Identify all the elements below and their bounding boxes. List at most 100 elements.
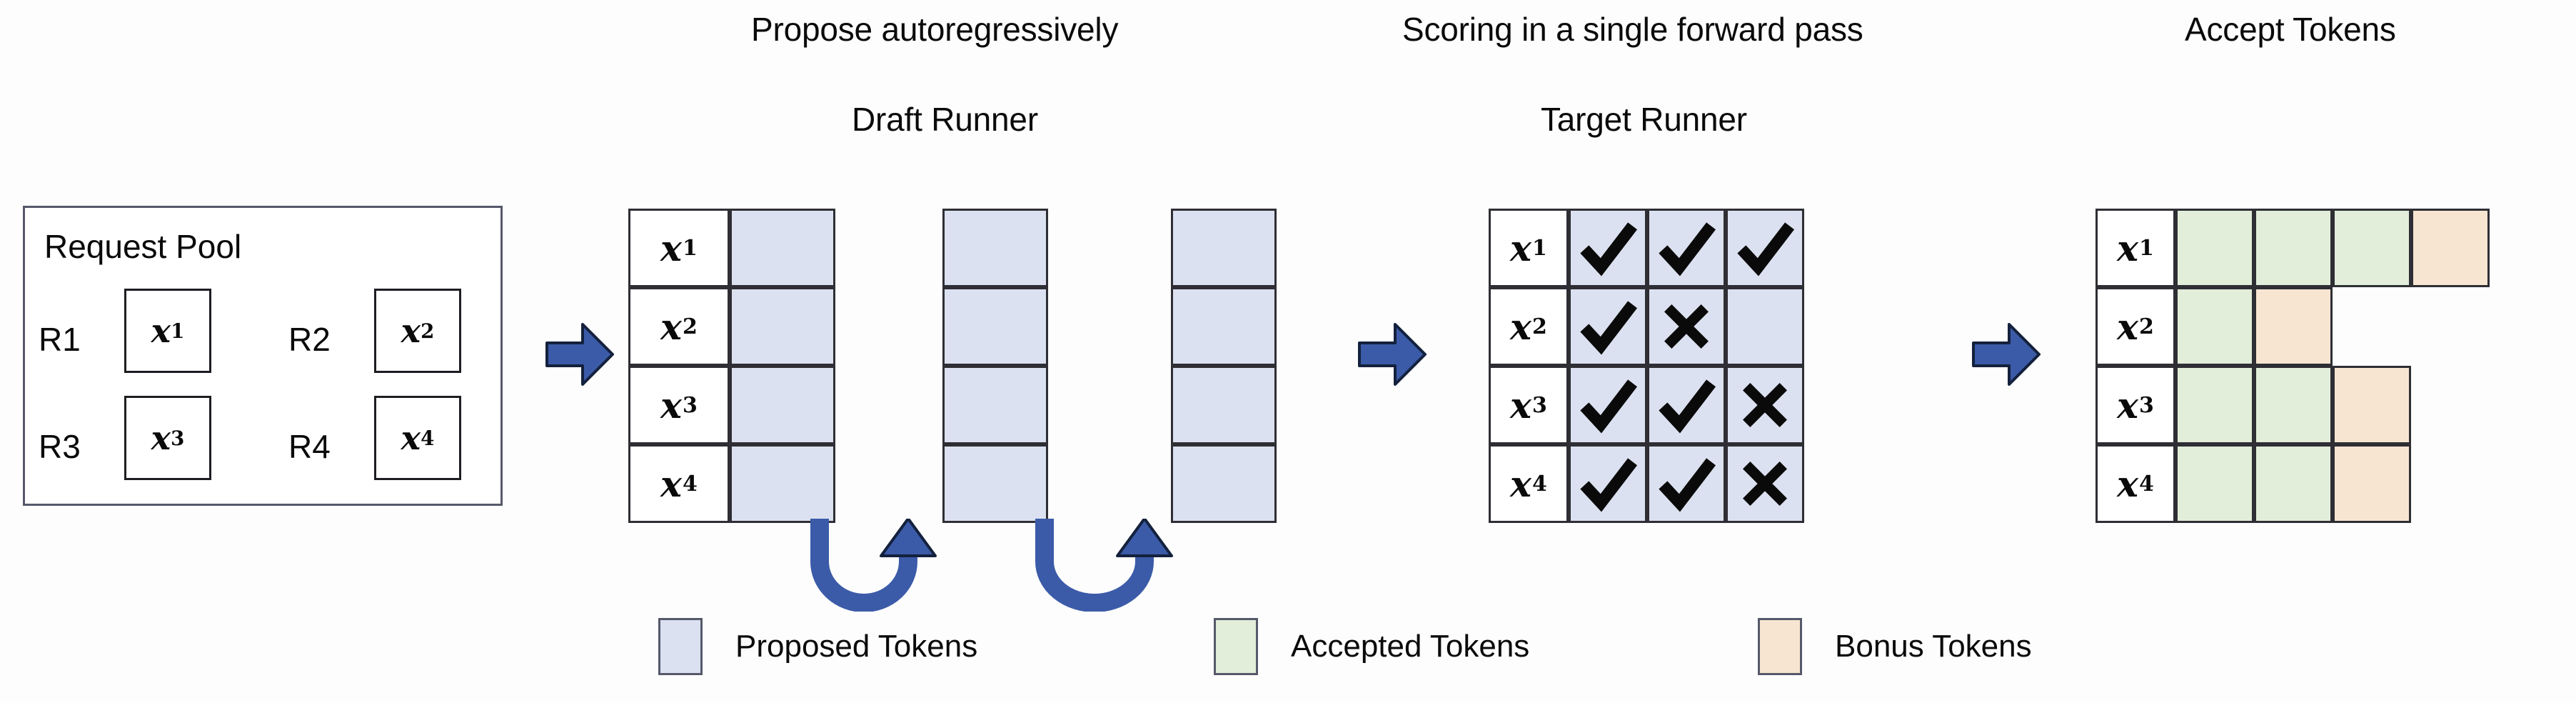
accept-cell-r3-c2 [2254, 366, 2333, 444]
target-cell-r2-c1 [1569, 287, 1647, 366]
target-cell-r3-c2 [1647, 366, 1726, 444]
accept-cell-r2-c2-bonus [2254, 287, 2333, 366]
draft-cell-s2-r4 [942, 444, 1048, 523]
draft-row-label-3-index: 3 [682, 392, 698, 418]
flow-arrow-pool-to-draft [544, 319, 614, 387]
draft-cell-s3-r3 [1171, 366, 1277, 444]
legend-label-proposed: Proposed Tokens [735, 629, 978, 664]
target-row-label-4-index: 4 [1531, 471, 1547, 497]
draft-cell-s2-r2 [942, 287, 1048, 366]
accept-row-label-3-index: 3 [2138, 392, 2154, 418]
accept-cell-r1-c4-bonus [2411, 209, 2490, 287]
stage-caption-accept: Accept Tokens [2185, 11, 2396, 48]
target-cell-r1-c2 [1647, 209, 1726, 287]
target-row-label-2-index: 2 [1531, 314, 1547, 339]
stage-caption-propose: Propose autoregressively [751, 11, 1119, 48]
draft-row-label-2-base: x [660, 305, 682, 348]
accept-cell-r4-c3-bonus [2333, 444, 2411, 523]
accept-row-label-4-base: x [2117, 462, 2138, 505]
flow-arrow-target-to-accept [1971, 319, 2041, 387]
request-tag-r3: R3 [39, 428, 81, 465]
draft-cell-s1-r3 [730, 366, 835, 444]
request-token-r2-index: 2 [421, 319, 435, 343]
stage-caption-score: Scoring in a single forward pass [1402, 11, 1863, 48]
target-row-label-3-index: 3 [1531, 392, 1547, 418]
accept-row-label-4-index: 4 [2138, 471, 2154, 497]
accept-row-label-3-base: x [2117, 384, 2138, 427]
accept-cell-r2-c1 [2175, 287, 2254, 366]
draft-row-label-1-base: x [660, 226, 682, 269]
accept-cell-r3-c3-bonus [2333, 366, 2411, 444]
draft-cell-s1-r4 [730, 444, 835, 523]
legend-swatch-bonus [1758, 618, 1802, 675]
accept-cell-r3-c1 [2175, 366, 2254, 444]
request-pool-title: Request Pool [44, 228, 242, 265]
draft-cell-s2-r3 [942, 366, 1048, 444]
legend: Proposed Tokens Accepted Tokens Bonus To… [0, 616, 2576, 687]
draft-loop-arrow-2 [1025, 517, 1253, 612]
accept-cell-r4-c1 [2175, 444, 2254, 523]
target-cell-r3-c1 [1569, 366, 1647, 444]
accept-row-label-2-base: x [2117, 305, 2138, 348]
target-row-label-3-base: x [1510, 384, 1531, 427]
target-cell-r4-c1 [1569, 444, 1647, 523]
request-tag-r2: R2 [288, 321, 331, 358]
legend-label-accepted: Accepted Tokens [1291, 629, 1530, 664]
draft-row-label-4-base: x [660, 462, 682, 505]
target-cell-r2-c3 [1726, 287, 1804, 366]
draft-row-label-3-base: x [660, 384, 682, 427]
legend-item-bonus: Bonus Tokens [1758, 616, 2032, 677]
accept-cell-r1-c2 [2254, 209, 2333, 287]
runner-title-target: Target Runner [1541, 101, 1747, 138]
target-row-label-4-base: x [1510, 462, 1531, 505]
request-token-r2-base: x [401, 311, 421, 350]
draft-row-label-2-index: 2 [682, 314, 698, 339]
runner-title-draft: Draft Runner [852, 101, 1038, 138]
draft-cell-s1-r2 [730, 287, 835, 366]
legend-item-proposed: Proposed Tokens [658, 616, 977, 677]
draft-cell-s3-r2 [1171, 287, 1277, 366]
draft-cell-s3-r4 [1171, 444, 1277, 523]
accept-row-label-1-base: x [2117, 226, 2138, 269]
accept-row-label-1-index: 1 [2138, 235, 2154, 261]
target-cell-r4-c2 [1647, 444, 1726, 523]
request-token-r4-index: 4 [421, 426, 435, 450]
draft-cell-s1-r1 [730, 209, 835, 287]
request-token-r3-base: x [151, 419, 171, 457]
accept-cell-r4-c2 [2254, 444, 2333, 523]
legend-label-bonus: Bonus Tokens [1835, 629, 2032, 664]
target-cell-r1-c3 [1726, 209, 1804, 287]
legend-item-accepted: Accepted Tokens [1214, 616, 1529, 677]
request-tag-r4: R4 [288, 428, 331, 465]
legend-swatch-accepted [1214, 618, 1258, 675]
flow-arrow-draft-to-target [1357, 319, 1427, 387]
draft-row-label-4-index: 4 [682, 471, 698, 497]
accept-cell-r1-c1 [2175, 209, 2254, 287]
target-cell-r4-c3 [1726, 444, 1804, 523]
target-row-label-1-index: 1 [1531, 235, 1547, 261]
accept-cell-r1-c3 [2333, 209, 2411, 287]
target-row-label-2-base: x [1510, 305, 1531, 348]
request-token-r3-index: 3 [171, 426, 185, 450]
draft-cell-s3-r1 [1171, 209, 1277, 287]
draft-row-label-1-index: 1 [682, 235, 698, 261]
request-token-r1-base: x [151, 311, 171, 350]
target-cell-r1-c1 [1569, 209, 1647, 287]
draft-cell-s2-r1 [942, 209, 1048, 287]
accept-row-label-2-index: 2 [2138, 314, 2154, 339]
target-cell-r2-c2 [1647, 287, 1726, 366]
request-token-r4-base: x [401, 419, 421, 457]
